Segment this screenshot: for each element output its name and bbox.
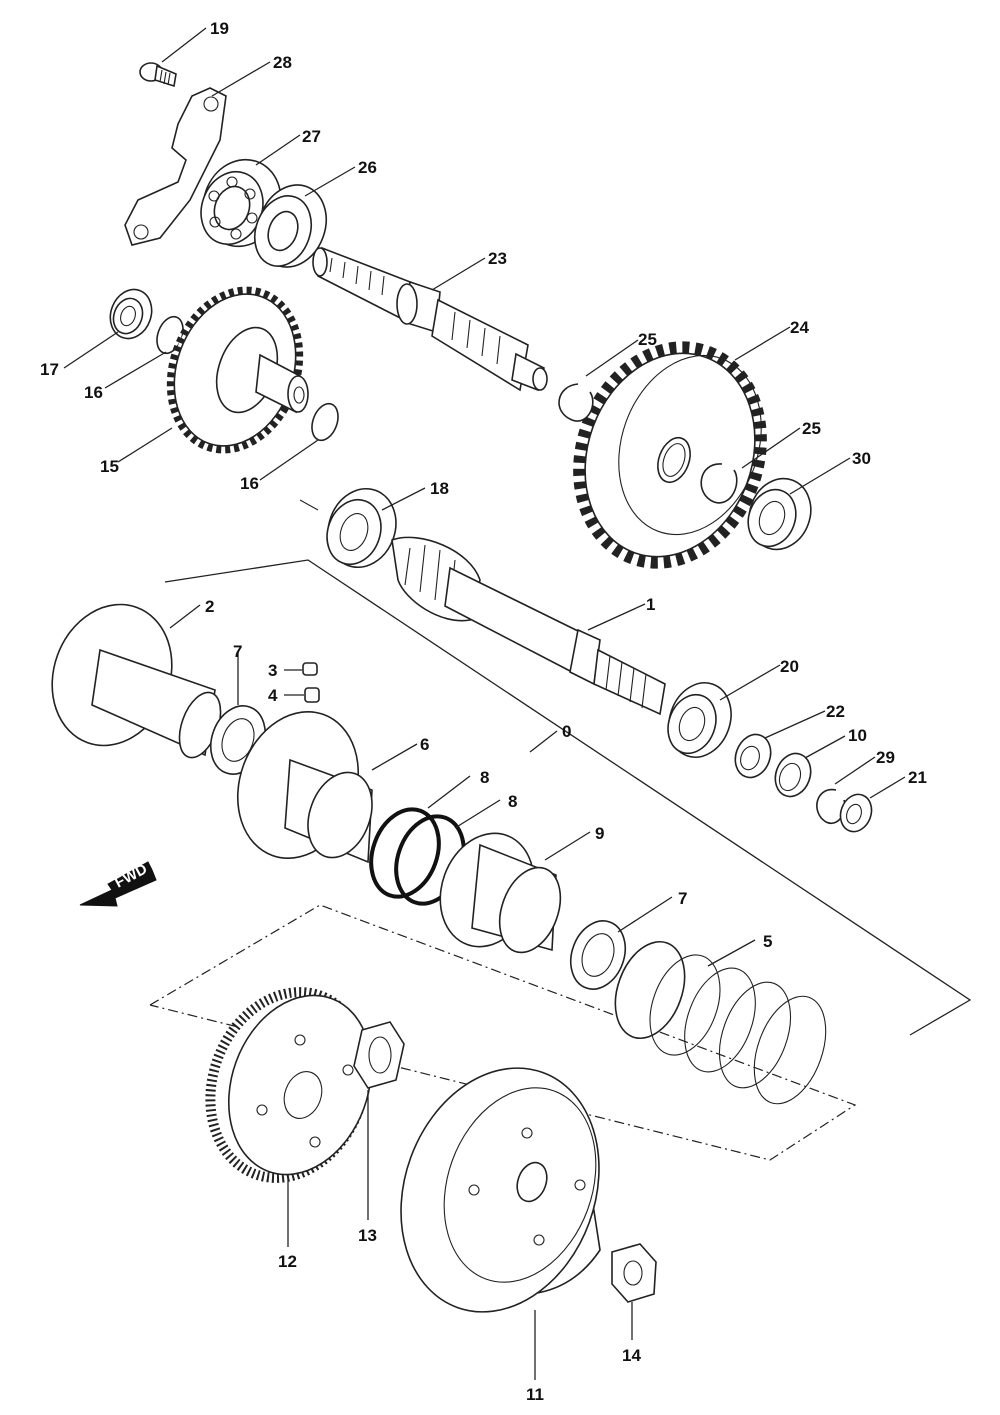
callout-12: 12 <box>278 1252 297 1271</box>
part-3-cap <box>302 662 318 676</box>
callout-labels: 19 28 27 26 23 17 16 15 16 25 24 25 30 1… <box>40 19 927 1404</box>
callout-25b: 25 <box>802 419 821 438</box>
callout-29: 29 <box>876 748 895 767</box>
part-7-seal-lower <box>569 920 627 990</box>
callout-22: 22 <box>826 702 845 721</box>
part-12-clutch-shoe <box>205 987 373 1183</box>
callout-23: 23 <box>488 249 507 268</box>
callout-5: 5 <box>763 932 772 951</box>
part-25-circlip-lower <box>700 463 738 504</box>
callout-16a: 16 <box>84 383 103 402</box>
part-20-bearing <box>667 682 732 758</box>
callout-28: 28 <box>273 53 292 72</box>
part-26-bearing <box>253 184 327 268</box>
part-24-gear <box>573 341 767 569</box>
clutch-assembly-outline <box>164 559 972 1036</box>
part-9-sleeve <box>439 832 562 954</box>
callout-25a: 25 <box>638 330 657 349</box>
part-21-bearing <box>839 793 873 833</box>
callout-8a: 8 <box>480 768 489 787</box>
part-1-drive-shaft <box>391 536 666 716</box>
callout-14: 14 <box>622 1346 641 1365</box>
callout-9: 9 <box>595 824 604 843</box>
part-13-nut <box>353 1021 405 1089</box>
part-2-drive-face <box>51 603 222 759</box>
callout-7a: 7 <box>233 642 242 661</box>
part-15-gear <box>166 286 309 454</box>
callout-6: 6 <box>420 735 429 754</box>
callout-15: 15 <box>100 457 119 476</box>
part-16-washer-lower <box>311 402 339 442</box>
callout-24: 24 <box>790 318 809 337</box>
part-23-countershaft <box>312 246 548 392</box>
callout-13: 13 <box>358 1226 377 1245</box>
part-8-oring-upper <box>369 807 441 899</box>
fwd-arrow-icon: FWD <box>79 860 157 907</box>
part-6-movable-face <box>236 710 373 864</box>
callout-17: 17 <box>40 360 59 379</box>
part-5-spring <box>614 940 827 1105</box>
callout-18: 18 <box>430 479 449 498</box>
callout-3: 3 <box>268 661 277 680</box>
callout-30: 30 <box>852 449 871 468</box>
callout-20: 20 <box>780 657 799 676</box>
part-18-bearing <box>299 487 397 569</box>
callout-0: 0 <box>562 722 571 741</box>
callout-2: 2 <box>205 597 214 616</box>
callout-8b: 8 <box>508 792 517 811</box>
callout-11: 11 <box>526 1385 544 1404</box>
leader-lines <box>63 27 906 1380</box>
callout-19: 19 <box>210 19 229 38</box>
callout-26: 26 <box>358 158 377 177</box>
callout-21: 21 <box>908 768 927 787</box>
part-14-nut <box>611 1243 657 1303</box>
part-30-bearing <box>747 477 812 551</box>
part-17-bearing <box>109 288 153 340</box>
callout-7b: 7 <box>678 889 687 908</box>
callout-4: 4 <box>268 686 278 705</box>
part-10-needle-bearing <box>774 752 812 798</box>
callout-1: 1 <box>646 595 655 614</box>
part-22-seal <box>734 733 772 779</box>
callout-16b: 16 <box>240 474 259 493</box>
part-25-circlip-upper <box>558 383 594 422</box>
callout-10: 10 <box>848 726 867 745</box>
part-4-collar <box>304 687 320 703</box>
callout-27: 27 <box>302 127 321 146</box>
part-19-bolt <box>139 62 177 88</box>
part-28-bracket <box>124 87 227 246</box>
part-11-clutch-outer <box>400 1067 601 1313</box>
